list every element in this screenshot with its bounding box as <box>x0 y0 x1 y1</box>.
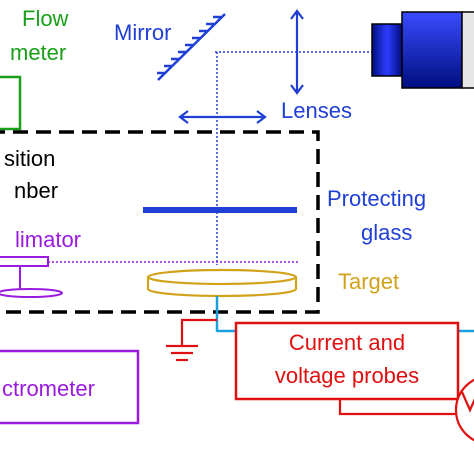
flow-meter-box <box>0 75 22 131</box>
deposition-chamber <box>0 130 320 314</box>
probes-label-line1: Current and <box>289 330 405 355</box>
collimator <box>0 256 63 298</box>
spectrometer-box <box>0 349 140 425</box>
probes-label-line2: voltage probes <box>275 363 419 388</box>
chamber-label-line1: sition <box>4 146 55 171</box>
protecting-glass-label-line1: Protecting <box>327 186 426 211</box>
target-label: Target <box>338 269 399 294</box>
mirror-label: Mirror <box>114 20 171 45</box>
lenses-label: Lenses <box>281 98 352 123</box>
ground-icon <box>166 344 198 362</box>
camera-icon <box>371 11 474 89</box>
chamber-label-line2: nber <box>14 178 58 203</box>
spectrometer-label: ctrometer <box>2 376 95 401</box>
flow-meter-label-line2: meter <box>10 40 66 65</box>
flow-meter-label-line1: Flow <box>22 6 69 31</box>
target <box>146 268 298 298</box>
lens-arrow-vertical <box>290 9 304 95</box>
ground-wire <box>180 318 217 346</box>
probes-box <box>234 321 460 401</box>
voltmeter-icon <box>454 378 474 442</box>
protecting-glass-label-line2: glass <box>361 220 412 245</box>
mirror <box>157 13 226 81</box>
meter-wire <box>338 399 474 416</box>
collimator-label: limator <box>15 227 81 252</box>
lens-arrow-horizontal <box>178 110 267 124</box>
